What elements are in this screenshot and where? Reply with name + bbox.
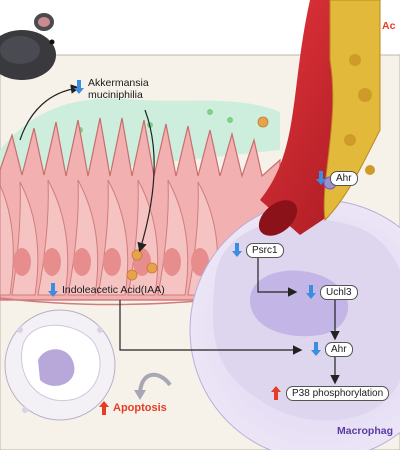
cell-nuclei	[13, 248, 209, 276]
cycle-arrow-icon	[138, 372, 172, 396]
atherosclerosis-label: Ac	[382, 20, 396, 32]
arrow-iaa-to-ahr	[119, 300, 303, 355]
arrow-akk-to-iaa	[137, 109, 155, 253]
vessel-lumen	[258, 200, 298, 236]
akkermansia-label: Akkermansia muciniphilia	[88, 77, 149, 102]
up-arrow-icon	[99, 401, 109, 415]
up-arrow-icon	[271, 386, 281, 400]
ahr-macrophage-box: Ahr	[325, 342, 353, 357]
uchl3-box: Uchl3	[320, 285, 358, 300]
down-arrow-icon	[48, 283, 58, 297]
down-arrow-icon	[232, 243, 242, 257]
iaa-label: Indoleacetic Acid(IAA)	[62, 284, 165, 296]
arrow-mouse-to-akk	[19, 84, 81, 141]
arrow-psrc1-to-uchl3	[257, 258, 298, 297]
atherosclerotic-plaque	[323, 0, 381, 222]
iaa-molecules	[126, 116, 269, 281]
down-arrow-icon	[74, 80, 84, 94]
macrophage-label: Macrophag	[337, 425, 394, 437]
psrc1-box: Psrc1	[246, 243, 284, 258]
down-arrow-icon	[306, 285, 316, 299]
plaque-texture	[344, 54, 375, 175]
p38-box: P38 phosphorylation	[286, 386, 390, 401]
apoptosis-label: Apoptosis	[113, 402, 167, 414]
apoptotic-nucleus	[38, 349, 75, 386]
down-arrow-icon	[311, 342, 321, 356]
down-arrow-icon	[316, 171, 326, 185]
ahr-vessel-box: Ahr	[330, 171, 358, 186]
mouse-icon	[0, 13, 56, 80]
